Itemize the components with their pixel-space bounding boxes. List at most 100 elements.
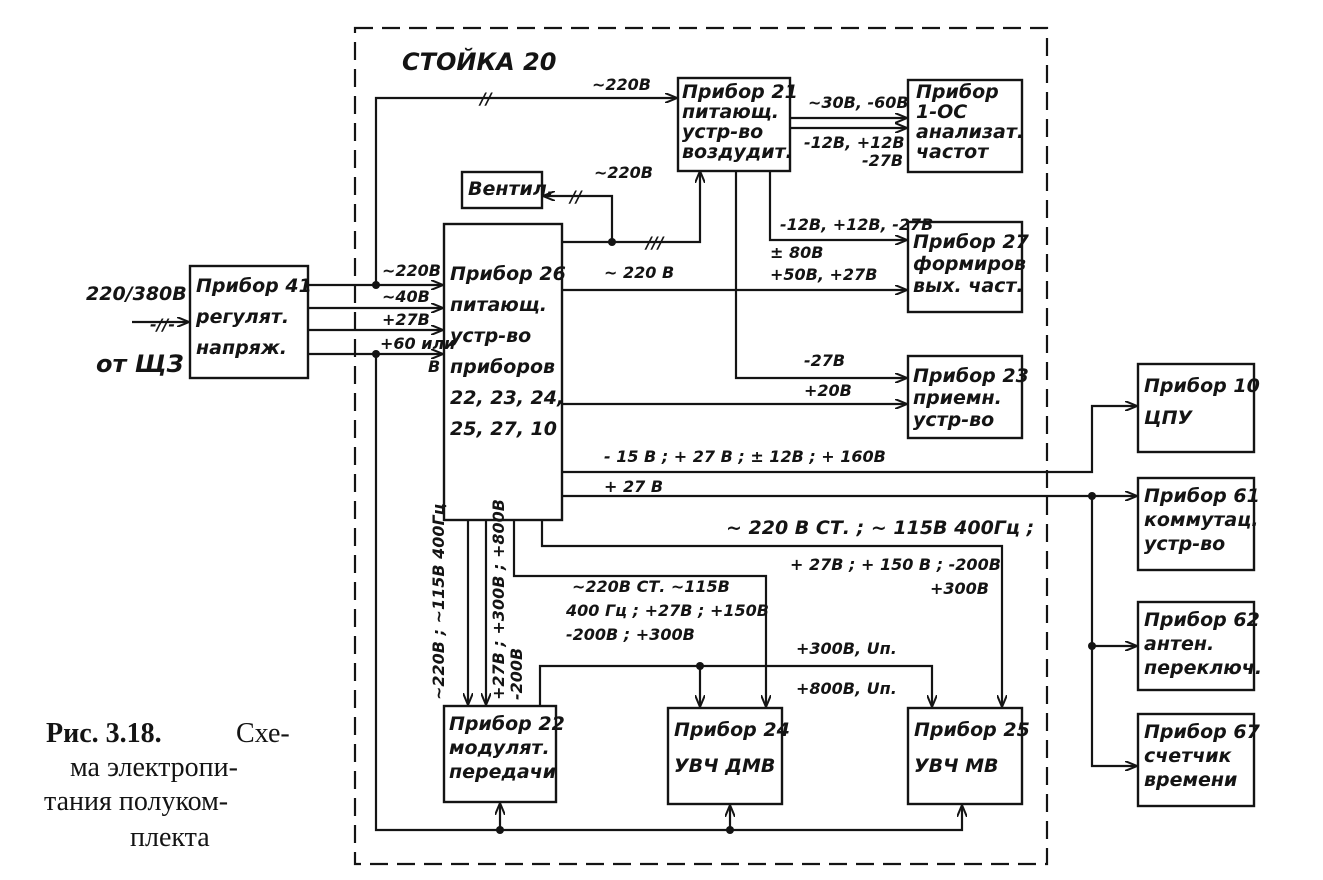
wires-41-to-26: ~220В ~40В +27В +60 или В bbox=[308, 261, 455, 376]
block-line-p61-0: Прибор 61 bbox=[1144, 485, 1260, 507]
label-27-1: -12В, +12В, -27В bbox=[780, 215, 933, 234]
block-text: Вентил. bbox=[468, 178, 554, 200]
input-tick: -//- bbox=[150, 315, 175, 334]
label-41-27v: +27В bbox=[382, 310, 430, 329]
block-line-p21-2: устр-во bbox=[682, 121, 763, 143]
block-line-p26-2: устр-во bbox=[450, 325, 531, 347]
label-25-line3: +300В bbox=[930, 579, 989, 598]
label-top-220v: ~220В bbox=[592, 75, 651, 94]
label-41-40v: ~40В bbox=[382, 287, 430, 306]
wire-26-to-24: ~220В СТ. ~115В 400 Гц ; +27В ; +150В -2… bbox=[512, 520, 769, 706]
block-line-p67-2: времени bbox=[1144, 769, 1237, 791]
block-line-p22-2: передачи bbox=[449, 761, 556, 783]
block-line-p22-1: модулят. bbox=[449, 737, 550, 759]
block-line-p62-0: Прибор 62 bbox=[1144, 609, 1260, 631]
label-21-out2a: -12В, +12В bbox=[804, 133, 905, 152]
label-41-60v: +60 или bbox=[380, 334, 455, 353]
block-line-p22-0: Прибор 22 bbox=[449, 713, 565, 735]
label-41-220v: ~220В bbox=[382, 261, 441, 280]
block-line-p25-1: УВЧ МВ bbox=[914, 755, 999, 777]
block-line-p25-0: Прибор 25 bbox=[914, 719, 1030, 741]
label-27-2: ± 80В bbox=[770, 243, 823, 262]
label-26-220v: ~ 220 В bbox=[604, 263, 674, 282]
block-line-p21-3: воздудит. bbox=[682, 141, 793, 163]
label-22-a: ~220В ; ~115В 400Гц bbox=[429, 503, 448, 700]
tick-ventil: // bbox=[568, 187, 583, 206]
wire-26-to-10: - 15 В ; + 27 В ; ± 12В ; + 160В bbox=[562, 406, 1136, 474]
block-line-p1oc-3: частот bbox=[916, 141, 989, 163]
caption-line-1: Схе- bbox=[236, 718, 290, 749]
block-line-p21-1: питающ. bbox=[682, 101, 779, 123]
block-line-p26-4: 22, 23, 24, bbox=[450, 387, 564, 409]
block-line-p24-1: УВЧ ДМВ bbox=[674, 755, 775, 777]
wire-26-to-22: ~220В ; ~115В 400Гц +27В ; +300В ; +800В… bbox=[429, 499, 526, 704]
block-line-p23-0: Прибор 23 bbox=[913, 365, 1029, 387]
block-text: Прибор 25 УВЧ МВ bbox=[914, 719, 1030, 777]
input-voltage: 220/380В bbox=[86, 283, 187, 305]
label-22-b: +27В ; +300В ; +800В bbox=[489, 499, 508, 700]
wire-41-to-21: ~220В // bbox=[372, 75, 676, 289]
block-line-p27-1: формиров bbox=[913, 253, 1026, 275]
block-line-p41-2: напряж. bbox=[196, 337, 287, 359]
label-bus-800: +800В, Uп. bbox=[796, 679, 897, 698]
wire-bottom-bus bbox=[372, 350, 962, 834]
wire-26-to-21: ~220В /// // bbox=[544, 163, 700, 252]
tick-top: // bbox=[478, 89, 493, 108]
figure-caption: Рис. 3.18. Схе- ма электропи- тания полу… bbox=[44, 718, 290, 853]
label-23-2: +20В bbox=[804, 381, 852, 400]
caption-line-2: ма электропи- bbox=[70, 752, 238, 783]
rack-title: СТОЙКА 20 bbox=[402, 47, 556, 76]
wire-21-to-23: -27В +20В bbox=[734, 172, 906, 400]
rack-20-border bbox=[353, 26, 1049, 866]
block-line-p10-0: Прибор 10 bbox=[1144, 375, 1260, 397]
tick-mid: /// bbox=[644, 233, 665, 252]
block-line-p67-0: Прибор 67 bbox=[1144, 721, 1261, 743]
block-line-p26-0: Прибор 26 bbox=[450, 263, 566, 285]
block-line-p27-0: Прибор 27 bbox=[913, 231, 1030, 253]
wire-26-to-25: ~ 220 В СТ. ; ~ 115В 400Гц ; + 27В ; + 1… bbox=[540, 517, 1034, 706]
label-10-line: - 15 В ; + 27 В ; ± 12В ; + 160В bbox=[604, 447, 886, 466]
label-27-3: +50В, +27В bbox=[770, 265, 877, 284]
input-feed: 220/380В -//- от ЩЗ bbox=[86, 283, 188, 378]
block-pribor-25: Прибор 25 УВЧ МВ bbox=[906, 706, 1030, 806]
label-24-line3: -200В ; +300В bbox=[566, 625, 695, 644]
wire-22-to-24-25-bus: +300В, Uп. +800В, Uп. bbox=[538, 639, 932, 706]
wire-21-to-1oc: ~30В, -60В -12В, +12В -27В bbox=[790, 93, 909, 170]
block-line-p21-0: Прибор 21 bbox=[682, 81, 798, 103]
label-21-out2b: -27В bbox=[862, 151, 903, 170]
wire-26-to-61-62-67: + 27 В bbox=[562, 477, 1136, 766]
block-line-p41-1: регулят. bbox=[195, 306, 289, 328]
block-line-p26-3: приборов bbox=[450, 356, 555, 378]
label-61-line: + 27 В bbox=[604, 477, 663, 496]
block-line-p23-1: приемн. bbox=[913, 387, 1002, 409]
label-41-60v-unit: В bbox=[428, 357, 440, 376]
block-line-p23-2: устр-во bbox=[913, 409, 994, 431]
block-line-p1oc-2: анализат. bbox=[916, 121, 1024, 143]
block-line-p1oc-0: Прибор bbox=[916, 81, 999, 103]
label-22-c: -200В bbox=[507, 648, 526, 700]
label-21-out1: ~30В, -60В bbox=[808, 93, 909, 112]
label-23-1: -27В bbox=[804, 351, 845, 370]
block-line-p27-2: вых. част. bbox=[913, 275, 1024, 297]
